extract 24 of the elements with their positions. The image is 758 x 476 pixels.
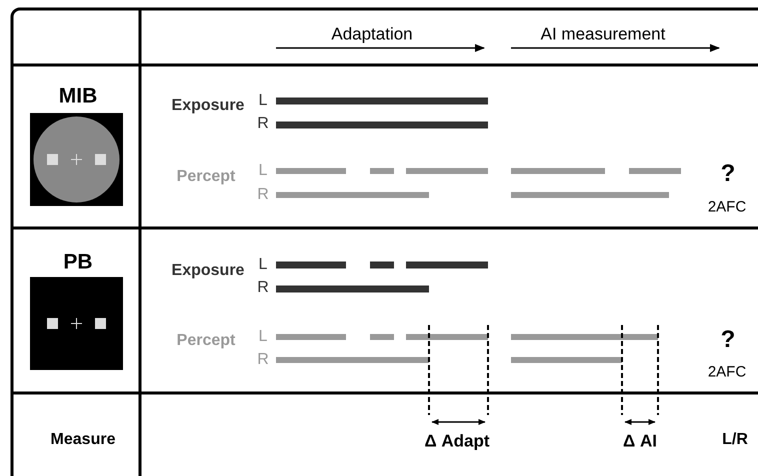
eye-label: R bbox=[257, 352, 269, 368]
eye-label: L bbox=[258, 93, 268, 109]
measure-label: Δ Adapt bbox=[424, 432, 490, 450]
measure-label: L/R bbox=[722, 432, 748, 448]
eye-label: R bbox=[257, 187, 269, 203]
measure-label: Δ AI bbox=[623, 432, 657, 450]
task-label: 2AFC bbox=[708, 200, 746, 214]
eye-label: R bbox=[257, 280, 269, 296]
question-mark: ? bbox=[720, 328, 736, 352]
row-label: Percept bbox=[176, 333, 236, 349]
row-label: Exposure bbox=[172, 263, 244, 279]
row-label: Percept bbox=[176, 169, 236, 185]
eye-label: R bbox=[257, 116, 269, 132]
row-heading: MIB bbox=[58, 86, 98, 106]
row-heading: Measure bbox=[50, 432, 116, 448]
row-label: Exposure bbox=[172, 98, 244, 114]
eye-label: L bbox=[258, 163, 268, 179]
eye-label: L bbox=[258, 257, 268, 273]
eye-label: L bbox=[258, 329, 268, 345]
question-mark: ? bbox=[720, 162, 736, 186]
column-heading: Adaptation bbox=[331, 26, 413, 42]
row-heading: PB bbox=[63, 252, 93, 272]
column-heading: AI measurement bbox=[540, 26, 666, 42]
task-label: 2AFC bbox=[708, 364, 746, 380]
